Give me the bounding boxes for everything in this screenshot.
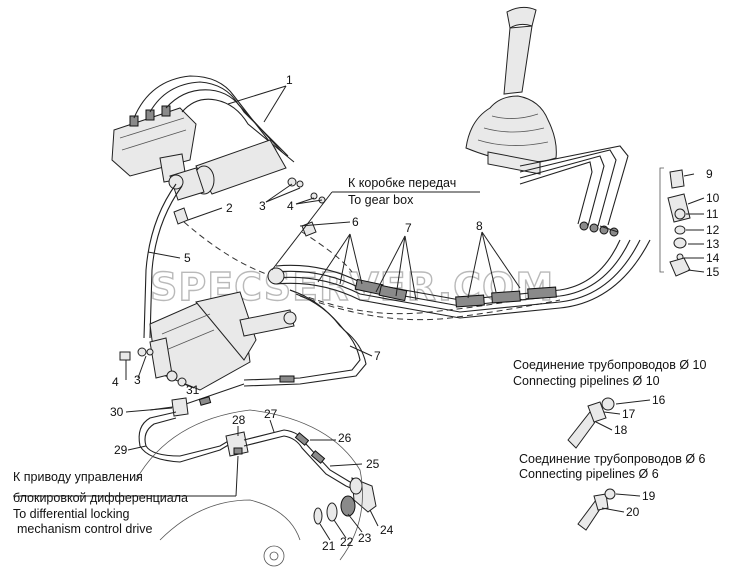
fitting-24 [349,477,377,513]
callout-15: 15 [706,265,720,279]
callout-3-lower: 3 [134,373,141,387]
callout-21: 21 [322,539,336,553]
callout-8: 8 [476,219,483,233]
callout-22: 22 [340,535,354,549]
callout-31: 31 [186,383,200,397]
callout-7-top: 7 [405,221,412,235]
caption-diff-ru-1: К приводу управления [13,470,143,484]
cylinder-upper [168,139,287,201]
caption-conn10-en: Connecting pipelines Ø 10 [513,374,660,388]
callout-12: 12 [706,223,720,237]
fittings-19-20 [577,488,616,531]
callout-7-right: 7 [374,349,381,363]
junction-28 [225,431,249,457]
pipe-25-27 [243,429,365,493]
callout-16: 16 [652,393,666,407]
callout-28: 28 [232,413,246,427]
fittings-16-18 [567,397,615,449]
valve-block [111,105,197,183]
caption-gearbox-ru: К коробке передач [348,176,456,190]
callout-4: 4 [287,199,294,213]
fittings-9-15 [659,167,691,277]
callout-numbers: 1 2 3 4 5 6 7 8 9 10 11 12 13 14 15 7 16… [110,73,720,553]
callout-3: 3 [259,199,266,213]
caption-conn6-en: Connecting pipelines Ø 6 [519,467,659,481]
callout-6: 6 [352,215,359,229]
caption-diff-en-1: To differential locking [13,507,130,521]
pipe-group-1 [133,75,295,163]
callout-4-lower: 4 [112,375,119,389]
callout-1: 1 [286,73,293,87]
callout-24: 24 [380,523,394,537]
callout-11: 11 [706,207,719,221]
callout-23: 23 [358,531,372,545]
leader-lines [13,85,705,541]
callout-29: 29 [114,443,128,457]
dashed-pipes [183,221,561,321]
callout-13: 13 [706,237,720,251]
pipe-5 [143,183,177,339]
callout-19: 19 [642,489,656,503]
callout-9: 9 [706,167,713,181]
caption-conn6-ru: Соединение трубопроводов Ø 6 [519,452,706,466]
callout-20: 20 [626,505,640,519]
callout-30: 30 [110,405,124,419]
pipe-bundle [267,239,651,319]
pipe-29 [138,411,231,463]
callout-26: 26 [338,431,352,445]
callout-25: 25 [366,457,380,471]
caption-gearbox-en: To gear box [348,193,414,207]
fittings-lower [119,347,154,361]
callout-2: 2 [226,201,233,215]
caption-diff-ru-2: блокировкой дифференциала [13,491,188,505]
callout-18: 18 [614,423,628,437]
fittings-21-23 [313,495,356,525]
callout-5: 5 [184,251,191,265]
housing-outline [135,409,363,567]
callout-27: 27 [264,407,278,421]
callout-17: 17 [622,407,636,421]
caption-conn10-ru: Соединение трубопроводов Ø 10 [513,358,706,372]
callout-14: 14 [706,251,720,265]
clutch-booster [149,291,297,391]
callout-10: 10 [706,191,720,205]
gear-shift-lever [465,6,557,175]
caption-diff-en-2: mechanism control drive [17,522,153,536]
